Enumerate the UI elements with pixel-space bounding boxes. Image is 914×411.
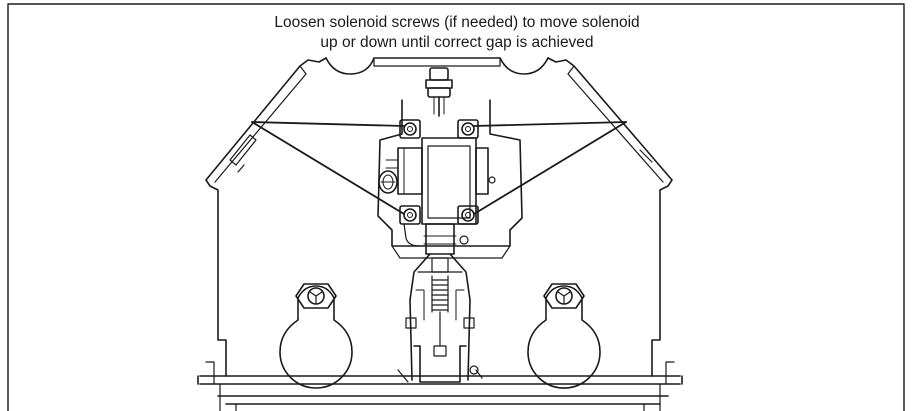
- caption-line-2: up or down until correct gap is achieved: [320, 34, 594, 51]
- callout-lines: [251, 121, 627, 215]
- top-plate: [325, 57, 549, 75]
- figure-border: [7, 3, 905, 411]
- instruction-caption: Loosen solenoid screws (if needed) to mo…: [0, 13, 914, 53]
- housing-right-side: [547, 57, 673, 377]
- top-adjust-bolt: [425, 67, 453, 117]
- solenoid-screw-bottom-right: [457, 205, 479, 225]
- plunger-linkage: [405, 223, 475, 381]
- caption-line-1: Loosen solenoid screws (if needed) to mo…: [274, 14, 640, 31]
- housing-left-side: [205, 57, 327, 377]
- right-keyhole-slot: [527, 283, 601, 389]
- mounting-bracket: [377, 99, 523, 247]
- return-spring: [431, 275, 449, 357]
- left-keyhole-slot: [279, 283, 353, 389]
- solenoid-screw-top-left: [399, 119, 421, 139]
- lower-carriage: [413, 345, 467, 383]
- solenoid-screw-top-right: [457, 119, 479, 139]
- bracket-screw: [378, 170, 398, 194]
- base-rail: [197, 361, 683, 411]
- solenoid-screw-bottom-left: [399, 205, 421, 225]
- solenoid-wire: [403, 223, 421, 247]
